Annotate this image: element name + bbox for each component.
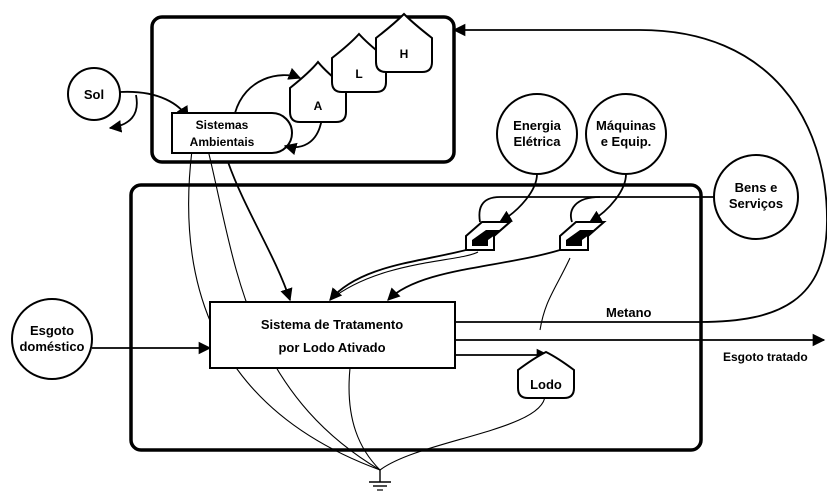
bens-servicos-branch-flow xyxy=(570,196,601,223)
sistema-tratamento-label-line2: por Lodo Ativado xyxy=(278,340,385,355)
maquinas-equip-source: Máquinas e Equip. xyxy=(585,93,667,175)
sistema-tratamento-label-line1: Sistema de Tratamento xyxy=(261,317,403,332)
transaction-2-to-tratamento-flow xyxy=(387,249,561,301)
environmental-boundary xyxy=(150,15,456,164)
bens-servicos-label-line1: Bens e xyxy=(735,180,778,195)
storage-a-to-sistemas-flow xyxy=(283,117,323,156)
sistema-tratamento-box: Sistema de Tratamento por Lodo Ativado xyxy=(209,301,456,369)
esgoto-domestico-source: Esgoto doméstico xyxy=(11,298,93,380)
maquinas-equip-label-line2: e Equip. xyxy=(601,134,652,149)
sol-reflected-flow xyxy=(108,94,138,133)
lodo-storage-tank: Lodo xyxy=(517,350,575,399)
transaction-1-icon xyxy=(465,221,513,251)
bens-servicos-label-line2: Serviços xyxy=(729,196,783,211)
energia-eletrica-source: Energia Elétrica xyxy=(496,93,578,175)
sistemas-to-storage-a-flow xyxy=(234,67,302,114)
bens-servicos-flow xyxy=(478,196,714,223)
bens-servicos-source: Bens e Serviços xyxy=(713,154,799,240)
storage-l-tank: L xyxy=(331,32,387,93)
metano-label: Metano xyxy=(606,305,652,320)
storage-l-label: L xyxy=(355,67,362,81)
sistemas-ambientais-node: Sistemas Ambientais xyxy=(171,112,293,154)
sistemas-ambientais-label-line2: Ambientais xyxy=(190,135,255,149)
esgoto-domestico-label-line2: doméstico xyxy=(19,339,84,354)
esgoto-domestico-label-line1: Esgoto xyxy=(30,323,74,338)
maquinas-equip-label-line1: Máquinas xyxy=(596,118,656,133)
sistemas-to-tratamento-flow xyxy=(227,161,293,302)
storage-h-tank: H xyxy=(375,12,433,73)
storage-h-label: H xyxy=(400,47,409,61)
heat-sink-icon xyxy=(369,470,391,491)
esgoto-tratado-label: Esgoto tratado xyxy=(723,350,808,364)
storage-a-label: A xyxy=(314,99,323,113)
energia-eletrica-label-line1: Energia xyxy=(513,118,561,133)
energia-to-transaction-flow xyxy=(498,173,538,223)
transaction-1-to-tratamento-flow xyxy=(329,249,467,301)
energia-eletrica-label-line2: Elétrica xyxy=(514,134,562,149)
treatment-plant-boundary xyxy=(129,183,703,452)
sol-source: Sol xyxy=(67,67,121,121)
maquinas-to-transaction-flow xyxy=(588,173,627,223)
lodo-label: Lodo xyxy=(530,377,562,392)
transaction-2-icon xyxy=(559,221,607,251)
sol-label: Sol xyxy=(84,87,104,102)
sistemas-ambientais-label-line1: Sistemas xyxy=(196,118,249,132)
